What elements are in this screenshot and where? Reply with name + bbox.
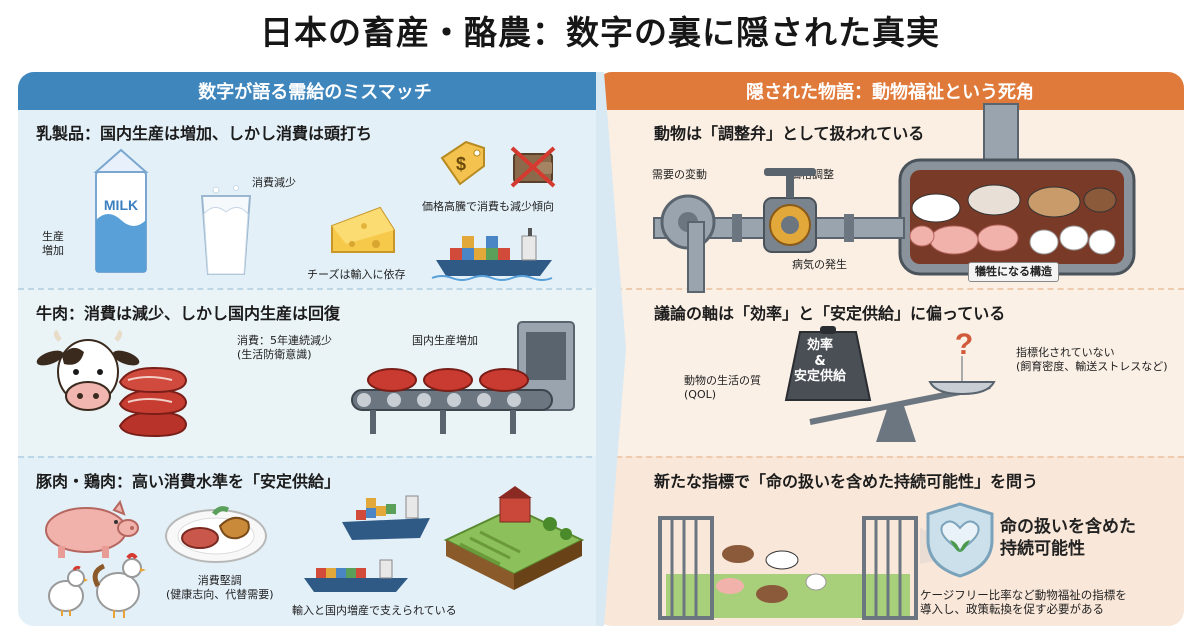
left-panel-header: 数字が語る需給のミスマッチ	[18, 72, 612, 110]
beef-production-label: 国内生産増加	[412, 334, 478, 347]
sacrifice-label: 犠牲になる構造	[968, 262, 1059, 282]
container-ship-icon	[304, 559, 408, 592]
milk-glass-icon	[200, 185, 252, 275]
valve-pipe-icon	[653, 103, 1136, 293]
unmeasured-label: 指標化されていない (飼育密度、輸送ストレスなど)	[1016, 346, 1168, 373]
svg-text:?: ?	[955, 328, 973, 361]
pork-chicken-heading: 豚肉・鶏肉：高い消費水準を「安定供給」	[36, 472, 341, 491]
meat-plate-icon	[165, 506, 267, 563]
right-panel-header: 隠された物語：動物福祉という死角	[596, 72, 1184, 110]
balance-scale-icon: ?	[784, 326, 996, 442]
pig-icon	[45, 499, 139, 558]
demand-label: 需要の変動	[652, 168, 707, 181]
beef-heading: 牛肉：消費は減少、しかし国内生産は回復	[36, 304, 341, 323]
shield-heart-icon	[920, 502, 994, 578]
cheese-label: チーズは輸入に依存	[307, 268, 406, 281]
page-title: 日本の畜産・酪農：数字の裏に隠された真実	[260, 13, 940, 52]
milk-carton-text: MILK	[104, 197, 138, 213]
beef-consumption-label: 消費：5年連続減少 (生活防衛意識)	[237, 334, 332, 361]
price-tag-icon: $	[440, 140, 485, 186]
price-decline-label: 価格高騰で消費も減少傾向	[422, 200, 554, 213]
shield-label: 命の扱いを含めた 持続可能性	[1000, 517, 1136, 560]
supply-label: 輸入と国内増産で支えられている	[292, 604, 457, 617]
no-wallet-icon	[510, 146, 556, 188]
farm-icon	[443, 486, 585, 590]
open-gate-pasture-icon	[658, 516, 918, 620]
efficiency-weight-label: 効率 & 安定供給	[793, 338, 846, 385]
svg-text:$: $	[456, 154, 466, 174]
milk-carton-icon: MILK	[93, 148, 149, 273]
dairy-consumption-label: 消費減少	[252, 176, 296, 189]
dairy-heading: 乳製品：国内生産は増加、しかし消費は頭打ち	[36, 124, 373, 143]
chicken-icon	[48, 565, 88, 616]
buffer-heading: 動物は「調整弁」として扱われている	[654, 124, 925, 143]
dairy-production-label: 生産 増加	[42, 230, 64, 257]
disease-label: 病気の発生	[792, 258, 847, 271]
pork-chicken-consumption-label: 消費堅調 (健康志向、代替需要)	[166, 574, 274, 601]
chevron-right-icon	[596, 72, 626, 626]
conveyor-belt-icon	[351, 321, 575, 434]
steaks-icon	[118, 366, 188, 438]
cow-head-icon	[36, 329, 140, 411]
policy-label: ケージフリー比率など動物福祉の指標を 導入し、政策転換を促す必要がある	[920, 588, 1127, 617]
container-ship-icon	[342, 495, 430, 540]
container-ship-icon	[431, 228, 553, 281]
animals-group	[909, 184, 1117, 255]
cheese-icon	[331, 206, 395, 253]
qol-label: 動物の生活の質 (QOL)	[684, 374, 761, 401]
efficiency-heading: 議論の軸は「効率」と「安定供給」に偏っている	[654, 304, 1006, 323]
rooster-icon	[92, 553, 146, 618]
new-metric-heading: 新たな指標で「命の扱いを含めた持続可能性」を問う	[654, 472, 1039, 491]
